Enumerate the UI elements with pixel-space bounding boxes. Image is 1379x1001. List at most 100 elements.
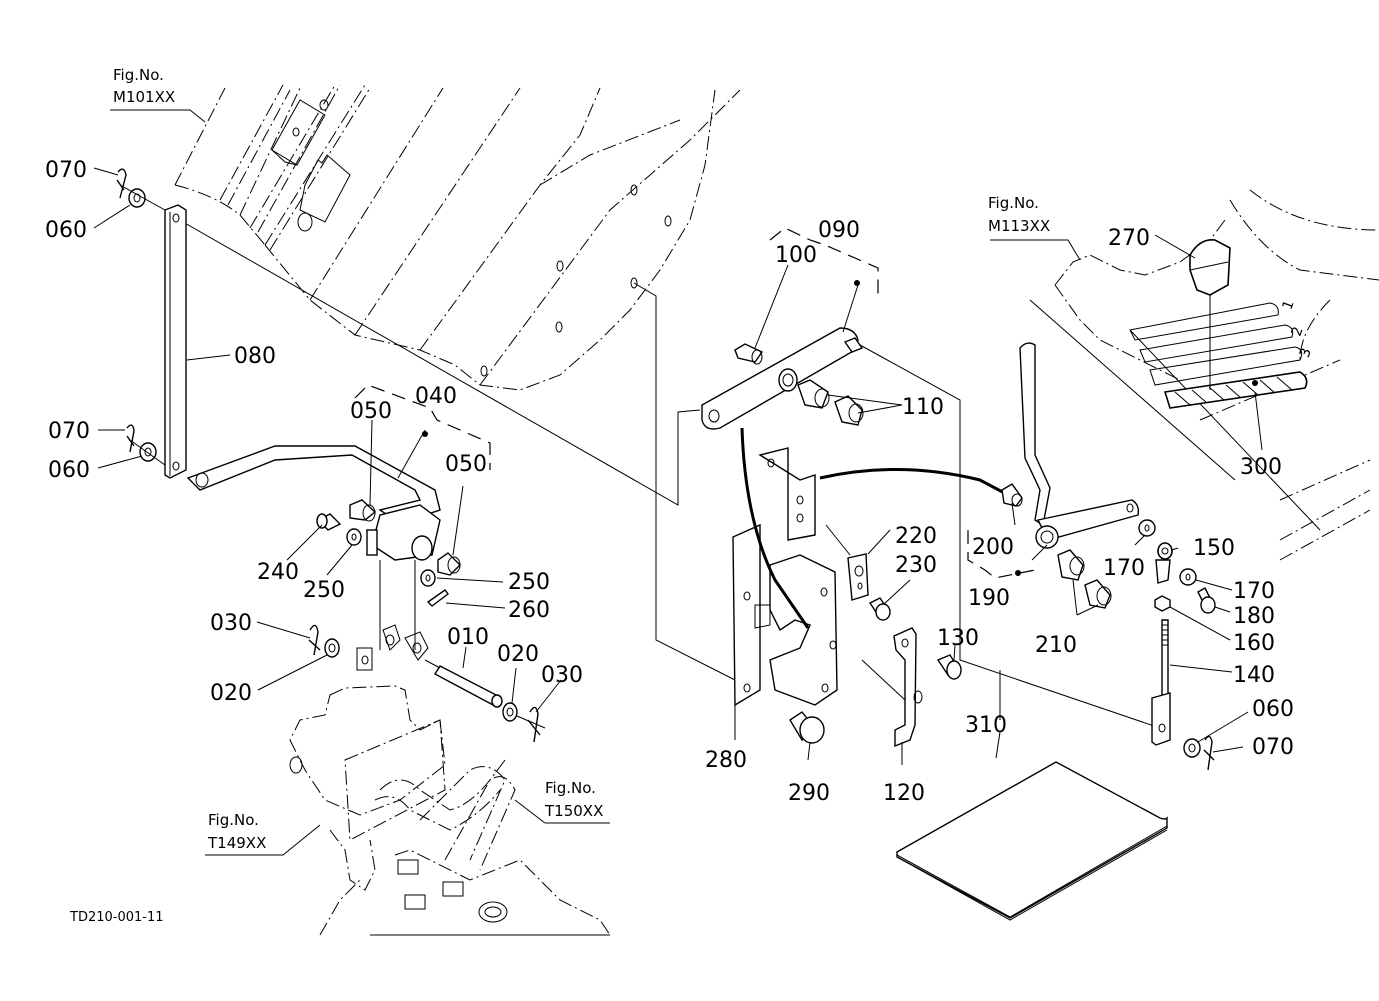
callout-040[interactable]: 040 — [415, 384, 457, 409]
bushings-210 — [1057, 549, 1112, 609]
callout-070[interactable]: 070 — [45, 158, 87, 183]
bushing-200 — [1001, 483, 1023, 507]
bolt-230 — [868, 597, 891, 621]
callout-010[interactable]: 010 — [447, 625, 489, 650]
bushing-050-right — [437, 552, 461, 576]
callout-150[interactable]: 150 — [1193, 536, 1235, 561]
bushings-110 — [797, 379, 864, 426]
callout-050[interactable]: 050 — [350, 399, 392, 424]
fig-ref-number[interactable]: M101XX — [113, 88, 175, 106]
callout-160[interactable]: 160 — [1233, 631, 1275, 656]
callout-300[interactable]: 300 — [1240, 455, 1282, 480]
bracket-120 — [893, 627, 923, 748]
plate-220 — [847, 553, 869, 601]
shift-position-1: 1 — [1280, 298, 1298, 312]
callout-140[interactable]: 140 — [1233, 663, 1275, 688]
fig-ref-number[interactable]: T149XX — [207, 834, 266, 852]
fig-ref-t149[interactable]: Fig.No. T149XX — [207, 811, 266, 852]
bolt-130 — [936, 654, 962, 680]
callout-190[interactable]: 190 — [968, 586, 1010, 611]
callout-250[interactable]: 250 — [303, 578, 345, 603]
fig-ref-m113[interactable]: Fig.No. M113XX — [988, 194, 1050, 235]
fig-ref-t150[interactable]: Fig.No. T150XX — [544, 779, 603, 820]
callout-080[interactable]: 080 — [234, 344, 276, 369]
callout-070[interactable]: 070 — [48, 419, 90, 444]
cotter-pin-260 — [426, 589, 449, 607]
washer-170-right — [1179, 568, 1197, 586]
collar-100 — [734, 343, 764, 365]
callouts: 070 060 080 070 060 050 040 050 240 250 … — [45, 158, 1294, 806]
fig-ref-number[interactable]: T150XX — [544, 802, 603, 820]
r-pin-070-bottom — [126, 424, 135, 453]
control-cable-arc — [819, 467, 1013, 499]
callout-260[interactable]: 260 — [508, 598, 550, 623]
fender-outline — [174, 84, 741, 391]
valve-assembly — [289, 624, 611, 936]
callout-060[interactable]: 060 — [45, 218, 87, 243]
washer-170-left — [1138, 519, 1156, 537]
nut-160 — [1154, 595, 1171, 612]
callout-090[interactable]: 090 — [818, 218, 860, 243]
callout-220[interactable]: 220 — [895, 524, 937, 549]
r-pin-070-top — [116, 168, 127, 199]
callout-180[interactable]: 180 — [1233, 604, 1275, 629]
r-pin-030-right — [527, 706, 541, 743]
washer-020-left — [324, 638, 340, 658]
callout-170[interactable]: 170 — [1103, 556, 1145, 581]
assembly-brackets — [354, 227, 1258, 579]
assembly-dot-040 — [422, 431, 428, 437]
callout-230[interactable]: 230 — [895, 553, 937, 578]
callout-200[interactable]: 200 — [972, 535, 1014, 560]
callout-020[interactable]: 020 — [210, 681, 252, 706]
fig-ref-label: Fig.No. — [545, 779, 596, 797]
ball-joint-150 — [1155, 542, 1173, 584]
callout-310[interactable]: 310 — [965, 713, 1007, 738]
callout-100[interactable]: 100 — [775, 243, 817, 268]
callout-120[interactable]: 120 — [883, 781, 925, 806]
callout-020[interactable]: 020 — [497, 642, 539, 667]
bolt-180 — [1197, 587, 1216, 614]
rod-140 — [1151, 619, 1171, 746]
knob-270 — [1189, 238, 1231, 390]
callout-250[interactable]: 250 — [508, 570, 550, 595]
shift-gate: 1 2 3 — [1129, 298, 1315, 409]
callout-240[interactable]: 240 — [257, 560, 299, 585]
callout-030[interactable]: 030 — [541, 663, 583, 688]
callout-030[interactable]: 030 — [210, 611, 252, 636]
r-pin-030-left — [308, 624, 321, 656]
fig-ref-label: Fig.No. — [208, 811, 259, 829]
bolt-240 — [316, 513, 342, 531]
fig-ref-label: Fig.No. — [988, 194, 1039, 212]
washer-060-bottom — [139, 442, 157, 462]
drawing-code: TD210-001-11 — [69, 910, 164, 925]
callout-170[interactable]: 170 — [1233, 579, 1275, 604]
callout-050[interactable]: 050 — [445, 452, 487, 477]
callout-290[interactable]: 290 — [788, 781, 830, 806]
lever-040 — [186, 445, 441, 650]
lever-090 — [701, 327, 864, 430]
bushing-050-left — [349, 499, 377, 522]
washer-250-right — [420, 569, 436, 587]
callout-270[interactable]: 270 — [1108, 226, 1150, 251]
assembly-guide-lines — [175, 217, 1161, 729]
callout-070[interactable]: 070 — [1252, 735, 1294, 760]
callout-130[interactable]: 130 — [937, 626, 979, 651]
washer-060-top — [128, 188, 146, 208]
bracket-280 — [732, 447, 838, 707]
fig-ref-label: Fig.No. — [113, 66, 164, 84]
r-pin-070-right — [1203, 735, 1215, 771]
fig-ref-m101[interactable]: Fig.No. M101XX — [113, 66, 175, 106]
washer-020-right — [502, 702, 518, 722]
lever-190 — [1019, 342, 1140, 549]
callout-210[interactable]: 210 — [1035, 633, 1077, 658]
assembly-dot-300 — [1252, 380, 1258, 386]
callout-060[interactable]: 060 — [48, 458, 90, 483]
callout-060[interactable]: 060 — [1252, 697, 1294, 722]
callout-280[interactable]: 280 — [705, 748, 747, 773]
washer-250-left — [346, 528, 362, 546]
fig-ref-number[interactable]: M113XX — [988, 217, 1050, 235]
callout-110[interactable]: 110 — [902, 395, 944, 420]
bolt-290 — [789, 711, 825, 744]
shift-position-2: 2 — [1289, 325, 1307, 339]
